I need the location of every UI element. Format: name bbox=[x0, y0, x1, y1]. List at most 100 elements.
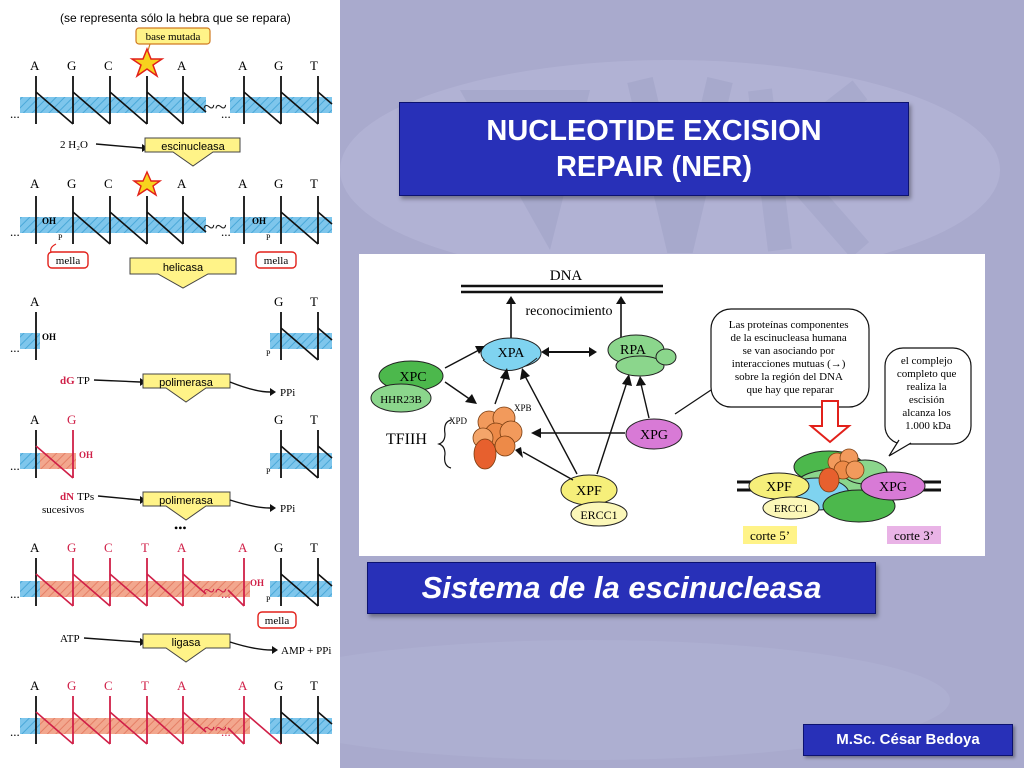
assembly-arrow-icon bbox=[808, 400, 852, 444]
svg-text:OH: OH bbox=[252, 216, 266, 226]
callout-interactions bbox=[710, 308, 870, 408]
svg-text:A: A bbox=[238, 176, 248, 191]
step-arrow-escinucleasa bbox=[144, 137, 241, 167]
atp-label: ATP bbox=[60, 633, 80, 645]
full-excision-complex bbox=[748, 448, 926, 523]
svg-text:P: P bbox=[266, 233, 271, 242]
svg-text:...: ... bbox=[221, 106, 231, 121]
ppi-label: PPi bbox=[280, 387, 295, 399]
base-label: G bbox=[67, 58, 76, 73]
cut-3-badge bbox=[887, 526, 941, 544]
svg-text:T: T bbox=[310, 678, 318, 693]
svg-text:...: ... bbox=[10, 106, 20, 121]
dgtp-rest: TP bbox=[77, 375, 90, 387]
svg-text:T: T bbox=[141, 678, 149, 693]
strand-row-3: A G T OH P ... bbox=[10, 294, 333, 361]
xpc-label: XPC bbox=[399, 370, 426, 385]
dna-label: DNA bbox=[550, 268, 583, 284]
tfiih-label: TFIIH bbox=[386, 431, 427, 448]
recognition-label: reconocimiento bbox=[525, 304, 612, 319]
svg-text:G: G bbox=[274, 294, 283, 309]
cut-5-badge bbox=[743, 526, 797, 544]
xpg-node bbox=[625, 418, 683, 450]
svg-text:A: A bbox=[177, 678, 187, 693]
step-escinucleasa: escinucleasa bbox=[161, 141, 225, 153]
base-label: A bbox=[177, 58, 187, 73]
svg-text:...: ... bbox=[221, 724, 231, 739]
complex-xpf-label: XPF bbox=[766, 480, 792, 495]
strand-row-4: A G G T OH P ... bbox=[10, 412, 333, 479]
strand-row-6: A G C T A A G T ... ... ~~ bbox=[10, 678, 333, 745]
cut-5-label: corte 5’ bbox=[750, 528, 790, 543]
nick-box-row5 bbox=[257, 611, 297, 629]
svg-text:...: ... bbox=[221, 586, 231, 601]
svg-text:~~: ~~ bbox=[203, 94, 227, 119]
ercc1-label: ERCC1 bbox=[580, 508, 617, 522]
amp-label: AMP + PPi bbox=[281, 645, 331, 657]
dntps-bold: dN bbox=[60, 491, 74, 503]
svg-text:A: A bbox=[177, 176, 187, 191]
svg-text:A: A bbox=[30, 176, 40, 191]
svg-text:...: ... bbox=[10, 224, 20, 239]
svg-text:G: G bbox=[67, 176, 76, 191]
svg-text:A: A bbox=[30, 294, 40, 309]
svg-text:C: C bbox=[104, 678, 113, 693]
svg-text:T: T bbox=[141, 540, 149, 555]
svg-text:...: ... bbox=[10, 586, 20, 601]
strand-row-5: A G C T A A G T OH P ... ... ~~ bbox=[10, 540, 333, 607]
svg-text:P: P bbox=[58, 233, 63, 242]
nick-label: mella bbox=[264, 255, 289, 267]
svg-text:...: ... bbox=[221, 224, 231, 239]
slide-title: NUCLEOTIDE EXCISION REPAIR (NER) bbox=[399, 102, 909, 196]
xpa-label: XPA bbox=[498, 346, 526, 361]
svg-text:OH: OH bbox=[42, 216, 56, 226]
step-helicasa: helicasa bbox=[163, 262, 204, 274]
svg-text:~~: ~~ bbox=[203, 578, 227, 603]
complex-xpg-label: XPG bbox=[879, 480, 907, 495]
step-arrow-ligasa bbox=[142, 633, 231, 663]
svg-text:G: G bbox=[274, 412, 283, 427]
xpd-label: XPD bbox=[449, 416, 468, 426]
step-polimerasa: polimerasa bbox=[159, 495, 214, 507]
callout-complex bbox=[884, 347, 972, 445]
svg-text:G: G bbox=[274, 176, 283, 191]
svg-text:P: P bbox=[266, 595, 271, 604]
step-arrow-polimerasa-2 bbox=[142, 491, 231, 521]
header-note: (se representa sólo la hebra que se repa… bbox=[60, 11, 291, 25]
mutated-base-label: base mutada bbox=[146, 31, 201, 43]
dots: ••• bbox=[174, 521, 187, 535]
tfiih-complex bbox=[472, 406, 523, 470]
author-badge: M.Sc. César Bedoya bbox=[803, 724, 1013, 756]
callout-interactions-text: Las proteínas componentes de la escinucl… bbox=[729, 319, 852, 396]
svg-text:C: C bbox=[104, 540, 113, 555]
svg-text:G: G bbox=[274, 540, 283, 555]
mutated-base-box bbox=[135, 27, 211, 45]
svg-text:G: G bbox=[274, 678, 283, 693]
step-arrow-polimerasa-1 bbox=[142, 373, 231, 403]
svg-text:A: A bbox=[30, 678, 40, 693]
callout-complex-text: el complejo completo que realiza la esci… bbox=[897, 355, 959, 432]
ercc1-node bbox=[570, 501, 628, 527]
nick-box-left bbox=[47, 251, 89, 269]
svg-text:G: G bbox=[67, 540, 76, 555]
svg-text:G: G bbox=[67, 678, 76, 693]
svg-text:G: G bbox=[67, 412, 76, 427]
title-line-1: NUCLEOTIDE EXCISION bbox=[486, 115, 822, 147]
step-ligasa: ligasa bbox=[172, 637, 202, 649]
cut-3-label: corte 3’ bbox=[894, 528, 934, 543]
svg-text:OH: OH bbox=[42, 332, 56, 342]
complex-ercc1-label: ERCC1 bbox=[774, 503, 808, 515]
svg-text:mella: mella bbox=[265, 615, 290, 627]
svg-text:P: P bbox=[266, 349, 271, 358]
mutation-star-icon bbox=[129, 46, 165, 78]
svg-text:OH: OH bbox=[250, 578, 264, 588]
xpg-label: XPG bbox=[640, 428, 668, 443]
repair-steps-panel: (se representa sólo la hebra que se repa… bbox=[0, 0, 340, 768]
svg-text:...: ... bbox=[10, 724, 20, 739]
svg-text:...: ... bbox=[10, 340, 20, 355]
svg-text:~~: ~~ bbox=[203, 716, 227, 741]
svg-text:PPi: PPi bbox=[280, 503, 295, 515]
svg-text:A: A bbox=[30, 412, 40, 427]
xpb-label: XPB bbox=[514, 403, 532, 413]
svg-text:P: P bbox=[266, 467, 271, 476]
